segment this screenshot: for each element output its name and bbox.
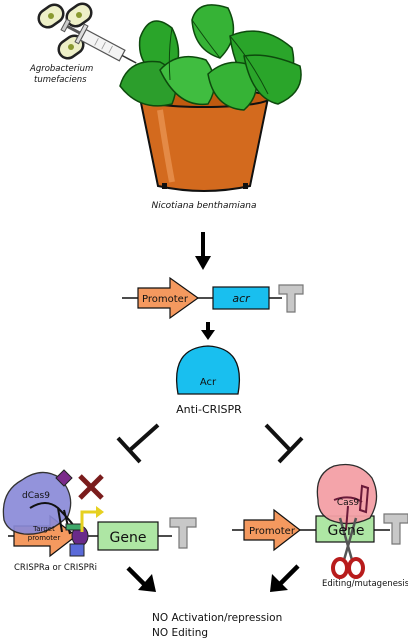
target-promoter-label-line2: promoter — [28, 534, 61, 542]
editing-caption: Editing/mutagenesis — [322, 579, 408, 589]
arrow-icon — [126, 566, 156, 592]
construct-promoter-label: Promoter — [142, 294, 189, 305]
inhibition-bar-icon — [264, 423, 304, 464]
plant-species-label: Nicotiana benthamiana — [151, 201, 256, 211]
left-gene-label: Gene — [110, 530, 147, 546]
inhibition-bar-icon — [116, 423, 160, 464]
anti-crispr-label: Anti-CRISPR — [176, 403, 242, 416]
target-promoter-label-line1: Target — [32, 525, 55, 533]
editing-module — [232, 463, 408, 579]
acr-construct — [122, 276, 304, 320]
outcome-line2: NO Editing — [152, 627, 208, 639]
crispra-crispri-module — [2, 469, 197, 558]
arrow-icon — [270, 564, 300, 592]
outcome-line1: NO Activation/repression — [152, 612, 282, 624]
agrobacterium-label-line2: tumefaciens — [34, 75, 87, 85]
construct-acr-label: acr — [232, 292, 251, 305]
scissors-icon — [331, 517, 365, 579]
arrow-icon — [195, 232, 211, 270]
tobacco-leaves — [119, 4, 302, 111]
syringe-icon — [60, 18, 137, 64]
arrow-icon — [201, 322, 215, 340]
cas9-label: Cas9 — [337, 498, 359, 508]
dcas9-label: dCas9 — [22, 491, 50, 501]
agrobacterium-label-line1: Agrobacterium — [29, 64, 93, 74]
acr-protein-shape — [176, 345, 240, 395]
right-gene-label: Gene — [328, 523, 365, 539]
crispra-crispri-caption: CRISPRa or CRISPRi — [14, 563, 97, 573]
right-promoter-label: Promoter — [249, 526, 296, 537]
no-activation-x-icon — [78, 474, 104, 500]
acr-protein-label: Acr — [200, 377, 217, 388]
